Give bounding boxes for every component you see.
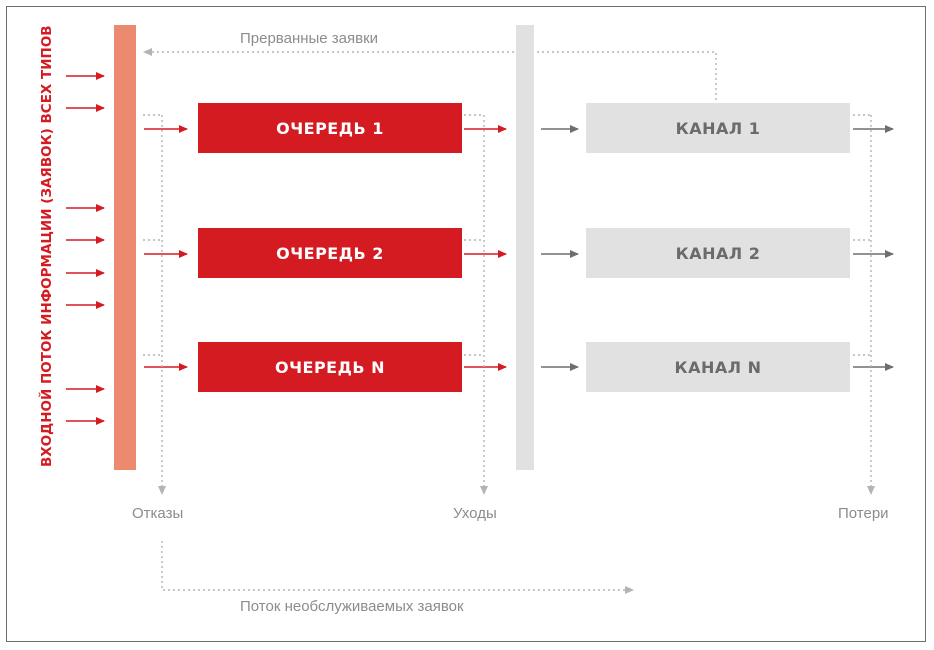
interrupted-requests-label: Прерванные заявки <box>240 30 379 47</box>
to-channel-arrows <box>541 125 579 371</box>
queue-box-2: ОЧЕРЕДЬ 2 <box>198 228 462 278</box>
input-bar <box>114 25 136 470</box>
input-flow-label: ВХОДНОЙ ПОТОК ИНФОРМАЦИИ (ЗАЯВОК) ВСЕХ Т… <box>39 25 55 467</box>
interrupted-path <box>143 48 717 100</box>
switch-bar <box>516 25 534 470</box>
refusals-label: Отказы <box>132 505 184 522</box>
queue-box-1: ОЧЕРЕДЬ 1 <box>198 103 462 153</box>
output-arrows <box>853 125 894 371</box>
dotted-connectors <box>143 48 875 594</box>
from-queue-arrows <box>464 125 507 371</box>
departures-label: Уходы <box>453 505 497 522</box>
losses-label: Потери <box>838 505 889 522</box>
queue-box-n: ОЧЕРЕДЬ N <box>198 342 462 392</box>
channel-box-2: КАНАЛ 2 <box>586 228 850 278</box>
to-queue-arrows <box>144 125 188 371</box>
diagram-frame <box>6 6 926 642</box>
input-arrows <box>66 72 105 425</box>
channel-box-1: КАНАЛ 1 <box>586 103 850 153</box>
unserved-flow-label: Поток необслуживаемых заявок <box>240 598 464 615</box>
channel-box-n: КАНАЛ N <box>586 342 850 392</box>
unserved-path <box>161 541 634 594</box>
